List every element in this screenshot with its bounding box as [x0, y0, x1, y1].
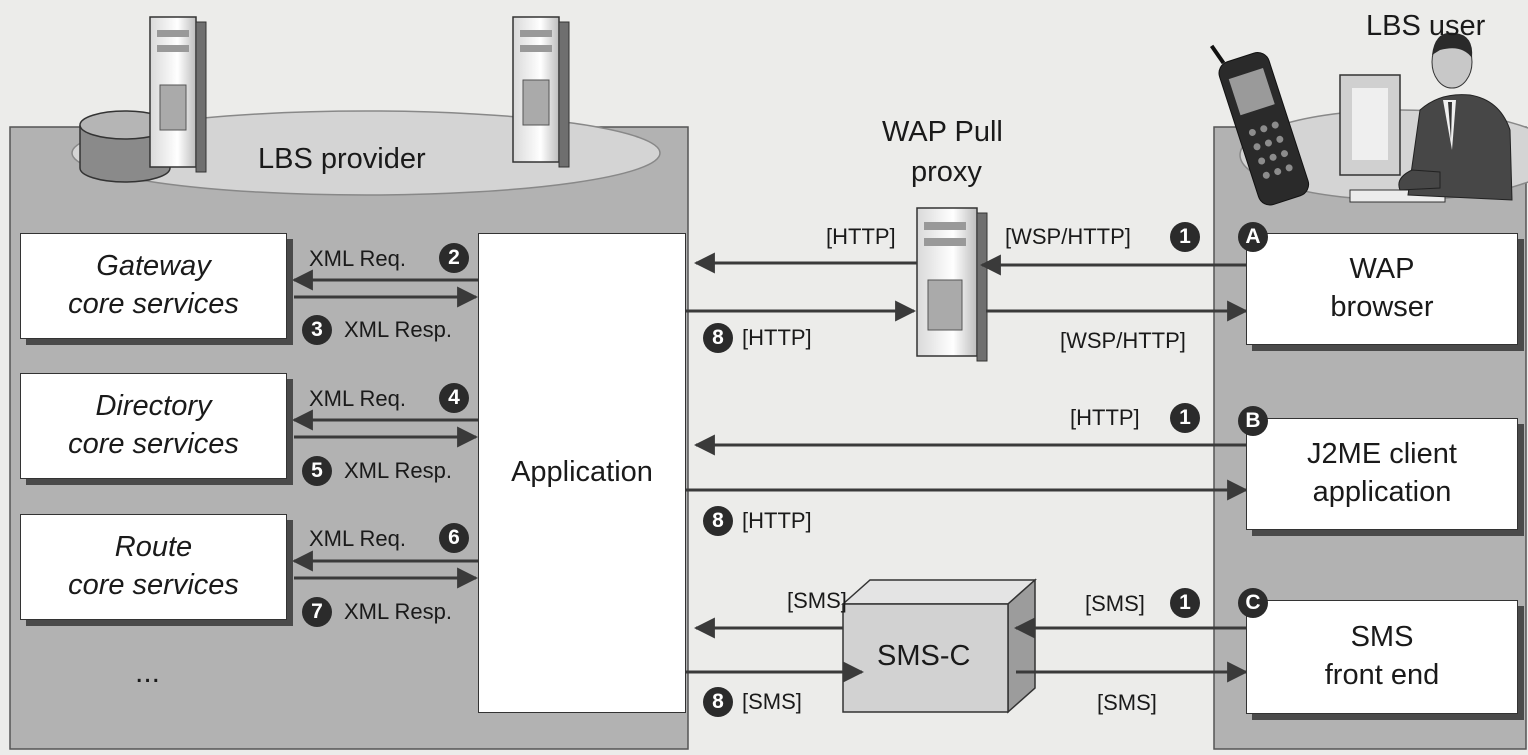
- http-label-j2me-req: [HTTP]: [1070, 405, 1140, 430]
- smsc-cube-icon: [841, 578, 1037, 714]
- application-label: Application: [511, 456, 653, 489]
- route-line1: Route: [114, 531, 193, 564]
- provider-title: LBS provider: [258, 143, 426, 175]
- step-8-badge-wap: 8: [703, 323, 733, 353]
- smsc-label: SMS-C: [877, 640, 971, 672]
- application-box: Application: [478, 233, 686, 713]
- xml-resp-label-3: XML Resp.: [344, 599, 453, 624]
- sms-label-req-app: [SMS]: [787, 588, 847, 613]
- http-label-j2me-resp: [HTTP]: [742, 508, 812, 533]
- xml-req-label-3: XML Req.: [309, 526, 407, 551]
- step-6-badge: 6: [439, 523, 469, 553]
- person-icon: [1398, 32, 1513, 201]
- wap-proxy-label-line1: WAP Pull: [882, 116, 1003, 148]
- wap-browser-line2: browser: [1330, 291, 1434, 323]
- client-a-badge: A: [1238, 222, 1268, 252]
- directory-core-services-box: Directory core services: [20, 373, 287, 479]
- sms-label-req-frontend: [SMS]: [1085, 591, 1145, 616]
- step-5-badge: 5: [302, 456, 332, 486]
- database-icon: [79, 110, 171, 183]
- wsp-http-label-req: [WSP/HTTP]: [1005, 224, 1131, 249]
- sms-front-line1: SMS: [1350, 621, 1414, 654]
- step-8-badge-j2me: 8: [703, 506, 733, 536]
- computer-monitor-icon: [1339, 74, 1446, 203]
- step-8-badge-sms: 8: [703, 687, 733, 717]
- server-icon-2: [512, 16, 570, 168]
- step-1-badge-sms: 1: [1170, 588, 1200, 618]
- route-line2: core services: [68, 569, 239, 601]
- wap-proxy-server-icon: [916, 207, 988, 362]
- client-c-badge: C: [1238, 588, 1268, 618]
- j2me-client-box: J2ME client application: [1246, 418, 1518, 530]
- user-title: LBS user: [1366, 10, 1486, 42]
- gateway-core-services-box: Gateway core services: [20, 233, 287, 339]
- route-core-services-box: Route core services: [20, 514, 287, 620]
- xml-resp-label-2: XML Resp.: [344, 458, 453, 483]
- j2me-line1: J2ME client: [1307, 438, 1457, 471]
- sms-label-resp-app: [SMS]: [742, 689, 802, 714]
- step-3-badge: 3: [302, 315, 332, 345]
- wap-browser-line1: WAP: [1349, 253, 1415, 286]
- step-7-badge: 7: [302, 597, 332, 627]
- arrow-group: [291, 252, 1249, 683]
- sms-front-end-box: SMS front end: [1246, 600, 1518, 714]
- j2me-line2: application: [1312, 476, 1452, 508]
- client-b-badge: B: [1238, 406, 1268, 436]
- wap-browser-box: WAP browser: [1246, 233, 1518, 345]
- gateway-line2: core services: [68, 288, 239, 320]
- sms-front-line2: front end: [1324, 659, 1440, 691]
- http-label-wap-resp: [HTTP]: [742, 325, 812, 350]
- mobile-phone-icon: [1209, 44, 1310, 206]
- gateway-line1: Gateway: [96, 250, 211, 283]
- xml-req-label-2: XML Req.: [309, 386, 407, 411]
- server-icon-1: [149, 16, 207, 173]
- directory-line1: Directory: [95, 390, 212, 423]
- step-4-badge: 4: [439, 383, 469, 413]
- wsp-http-label-resp: [WSP/HTTP]: [1060, 328, 1186, 353]
- directory-line2: core services: [68, 428, 239, 460]
- http-label-wap-req: [HTTP]: [826, 224, 896, 249]
- more-services-ellipsis: ...: [135, 656, 161, 689]
- sms-label-resp-frontend: [SMS]: [1097, 690, 1157, 715]
- wap-proxy-label-line2: proxy: [911, 156, 982, 188]
- xml-req-label-1: XML Req.: [309, 246, 407, 271]
- step-2-badge: 2: [439, 243, 469, 273]
- xml-resp-label-1: XML Resp.: [344, 317, 453, 342]
- step-1-badge-j2me: 1: [1170, 403, 1200, 433]
- step-1-badge-wap: 1: [1170, 222, 1200, 252]
